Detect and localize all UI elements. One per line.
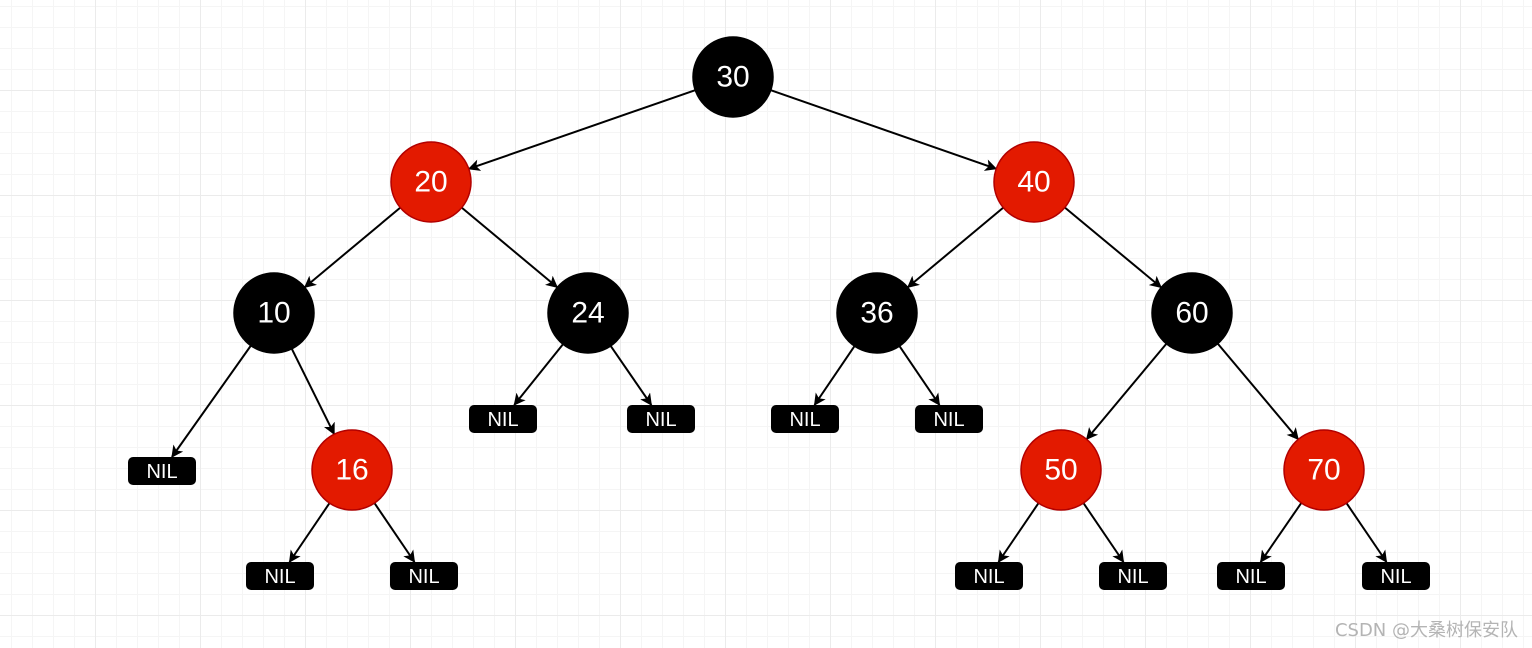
nil-16-right: NIL bbox=[390, 562, 458, 590]
nil-24-left: NIL bbox=[469, 405, 537, 433]
red-node-circle bbox=[390, 141, 472, 223]
nil-70-right: NIL bbox=[1362, 562, 1430, 590]
node-label: 60 bbox=[1175, 297, 1208, 330]
black-node-circle bbox=[692, 36, 774, 118]
edge-50-to-il-50-right bbox=[1082, 502, 1125, 563]
red-node-circle bbox=[1283, 429, 1365, 511]
nil-box bbox=[1217, 562, 1285, 590]
black-node-circle bbox=[233, 272, 315, 354]
edge-30-to-40 bbox=[770, 89, 998, 171]
nil-label: NIL bbox=[933, 409, 964, 431]
node-10: 10 bbox=[233, 272, 315, 354]
nil-box bbox=[128, 457, 196, 485]
node-label: 36 bbox=[860, 297, 893, 330]
nil-box bbox=[955, 562, 1023, 590]
edge-20-to-24 bbox=[461, 206, 559, 289]
black-node-circle bbox=[1151, 272, 1233, 354]
node-label: 40 bbox=[1017, 166, 1050, 199]
edge-10-to-16 bbox=[290, 348, 336, 436]
node-label: 10 bbox=[257, 297, 290, 330]
nil-label: NIL bbox=[645, 409, 676, 431]
nil-24-right: NIL bbox=[627, 405, 695, 433]
nil-label: NIL bbox=[789, 409, 820, 431]
nil-label: NIL bbox=[973, 566, 1004, 588]
nil-box bbox=[390, 562, 458, 590]
edge-36-to-il-36-left bbox=[813, 345, 856, 406]
edge-16-to-il-16-left bbox=[288, 502, 331, 563]
node-label: 30 bbox=[716, 61, 749, 94]
nil-box bbox=[915, 405, 983, 433]
edge-40-to-36 bbox=[906, 206, 1004, 289]
red-node-circle bbox=[1020, 429, 1102, 511]
nil-label: NIL bbox=[487, 409, 518, 431]
node-label: 50 bbox=[1044, 454, 1077, 487]
node-70: 70 bbox=[1283, 429, 1365, 511]
edge-24-to-il-24-right bbox=[609, 345, 653, 406]
nil-50-right: NIL bbox=[1099, 562, 1167, 590]
edge-50-to-il-50-left bbox=[997, 502, 1040, 563]
nil-box bbox=[627, 405, 695, 433]
nil-label: NIL bbox=[1117, 566, 1148, 588]
node-24: 24 bbox=[547, 272, 629, 354]
edge-36-to-il-36-right bbox=[898, 345, 941, 406]
nil-36-right: NIL bbox=[915, 405, 983, 433]
watermark: CSDN @大桑树保安队 bbox=[1334, 620, 1518, 641]
nil-70-left: NIL bbox=[1217, 562, 1285, 590]
node-16: 16 bbox=[311, 429, 393, 511]
nil-label: NIL bbox=[1380, 566, 1411, 588]
edge-70-to-il-70-right bbox=[1345, 502, 1388, 563]
edge-30-to-20 bbox=[467, 89, 696, 171]
nil-36-left: NIL bbox=[771, 405, 839, 433]
nil-label: NIL bbox=[146, 461, 177, 483]
edge-20-to-10 bbox=[303, 206, 401, 289]
nil-50-left: NIL bbox=[955, 562, 1023, 590]
nil-label: NIL bbox=[1235, 566, 1266, 588]
node-40: 40 bbox=[993, 141, 1075, 223]
node-label: 16 bbox=[335, 454, 368, 487]
nil-10-left: NIL bbox=[128, 457, 196, 485]
edge-16-to-il-16-right bbox=[373, 502, 416, 563]
edge-60-to-70 bbox=[1216, 342, 1300, 441]
node-label: 20 bbox=[414, 166, 447, 199]
node-20: 20 bbox=[390, 141, 472, 223]
nil-16-left: NIL bbox=[246, 562, 314, 590]
node-label: 70 bbox=[1307, 454, 1340, 487]
nil-box bbox=[246, 562, 314, 590]
node-30: 30 bbox=[692, 36, 774, 118]
node-label: 24 bbox=[571, 297, 604, 330]
node-36: 36 bbox=[836, 272, 918, 354]
black-node-circle bbox=[836, 272, 918, 354]
edge-24-to-il-24-left bbox=[513, 343, 564, 406]
edge-70-to-il-70-left bbox=[1259, 502, 1303, 563]
black-node-circle bbox=[547, 272, 629, 354]
node-60: 60 bbox=[1151, 272, 1233, 354]
node-50: 50 bbox=[1020, 429, 1102, 511]
edges-layer bbox=[171, 89, 1388, 563]
nil-label: NIL bbox=[408, 566, 439, 588]
nil-box bbox=[771, 405, 839, 433]
nil-box bbox=[1099, 562, 1167, 590]
red-node-circle bbox=[311, 429, 393, 511]
edge-10-to-il-10-left bbox=[171, 345, 252, 458]
edge-40-to-60 bbox=[1064, 206, 1162, 289]
nil-box bbox=[1362, 562, 1430, 590]
nil-box bbox=[469, 405, 537, 433]
red-node-circle bbox=[993, 141, 1075, 223]
nil-label: NIL bbox=[264, 566, 295, 588]
edge-60-to-50 bbox=[1085, 343, 1168, 441]
